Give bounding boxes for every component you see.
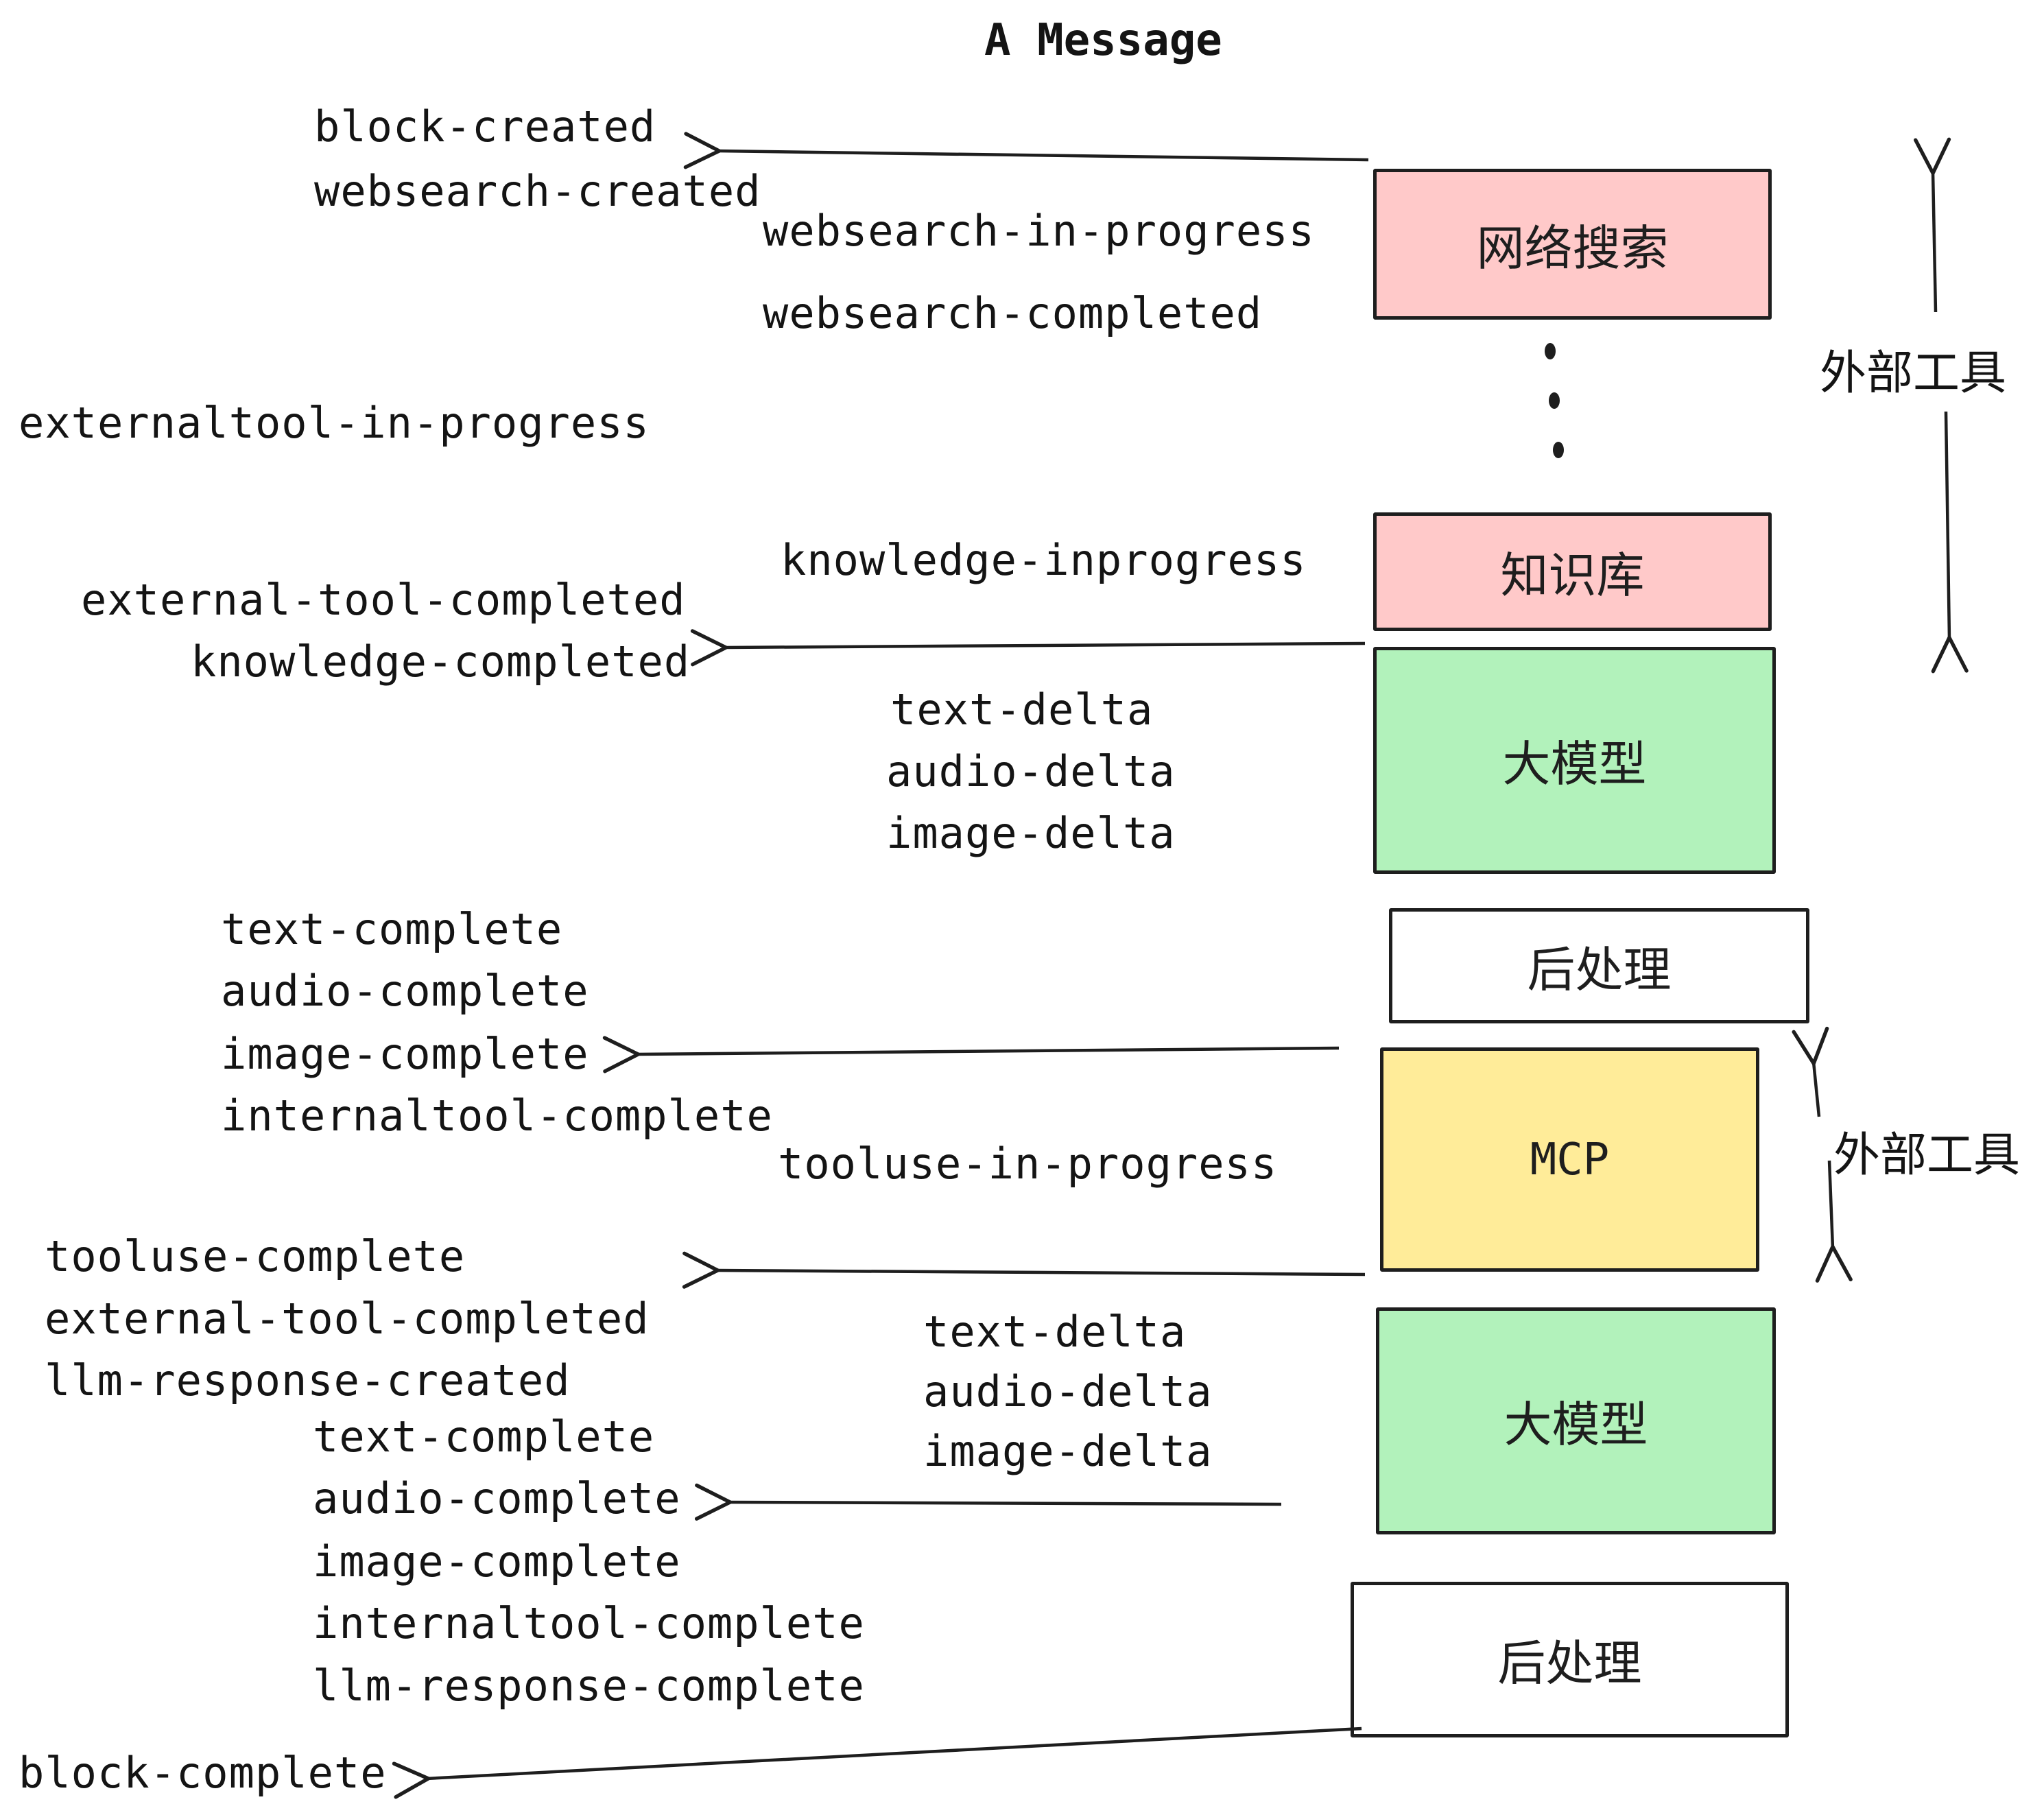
label-internaltool-complete-1: internaltool-complete [221,1091,773,1141]
label-internaltool-complete-2: internaltool-complete [313,1598,865,1648]
label-websearch-in-progress: websearch-in-progress [763,206,1315,256]
arrow-image-complete [602,1036,1340,1073]
ellipsis-dot [1549,392,1560,409]
arrow-websearch-created [683,132,1369,169]
box-mcp-label: MCP [1530,1134,1610,1185]
box-knowledge: 知识库 [1373,512,1772,631]
arrow-external-tool-completed [682,1251,1366,1289]
box-postprocess-1-label: 后处理 [1527,941,1672,998]
label-image-complete-1: image-complete [221,1029,589,1079]
box-llm-1: 大模型 [1373,647,1776,874]
label-image-complete-2: image-complete [313,1536,681,1587]
label-audio-delta-2: audio-delta [923,1366,1213,1416]
annotation-external-tools-1: 外部工具 [1820,346,2007,401]
label-tooluse-complete: tooluse-complete [45,1231,466,1281]
box-mcp: MCP [1380,1047,1759,1272]
arrow-audio-complete [694,1483,1282,1521]
ellipsis-dot [1553,442,1564,458]
label-text-delta-1: text-delta [890,685,1154,735]
arrow-external-tools-1-up [1914,137,1951,313]
label-block-complete: block-complete [19,1748,387,1798]
label-knowledge-inprogress: knowledge-inprogress [781,535,1307,585]
box-postprocess-1: 后处理 [1389,908,1809,1023]
label-llm-response-complete: llm-response-complete [313,1661,865,1711]
label-websearch-created: websearch-created [314,166,761,216]
arrow-external-tools-2-up [1792,1026,1829,1117]
box-postprocess-2-label: 后处理 [1497,1635,1642,1692]
label-text-complete-2: text-complete [313,1412,655,1462]
label-image-delta-2: image-delta [923,1426,1213,1476]
label-audio-delta-1: audio-delta [886,746,1176,796]
label-external-tool-completed-1: external-tool-completed [81,575,686,625]
diagram-title: A Message [984,15,1222,66]
box-llm-2-label: 大模型 [1504,1397,1648,1453]
box-websearch: 网络搜索 [1373,169,1772,320]
label-text-delta-2: text-delta [923,1307,1187,1357]
box-knowledge-label: 知识库 [1500,547,1645,604]
label-audio-complete-1: audio-complete [221,966,589,1016]
label-llm-response-created: llm-response-created [45,1355,571,1405]
label-block-created: block-created [314,102,656,152]
label-externaltool-in-progress: externaltool-in-progress [19,398,650,448]
label-image-delta-1: image-delta [886,808,1176,858]
box-llm-2: 大模型 [1376,1307,1776,1534]
label-websearch-completed: websearch-completed [763,288,1263,338]
label-tooluse-in-progress: tooluse-in-progress [778,1139,1278,1189]
box-postprocess-2: 后处理 [1351,1582,1789,1737]
arrow-external-tools-2-down [1815,1160,1853,1283]
arrow-external-tools-1-down [1931,411,1969,674]
label-knowledge-completed: knowledge-completed [191,637,691,687]
label-text-complete-1: text-complete [221,904,563,954]
arrow-knowledge-completed [690,629,1366,667]
arrow-block-complete [392,1726,1362,1799]
box-llm-1-label: 大模型 [1502,736,1647,792]
annotation-external-tools-2: 外部工具 [1833,1128,2021,1183]
ellipsis-dot [1545,343,1556,359]
label-audio-complete-2: audio-complete [313,1473,681,1523]
box-websearch-label: 网络搜索 [1476,219,1669,276]
label-external-tool-completed-2: external-tool-completed [45,1294,650,1344]
